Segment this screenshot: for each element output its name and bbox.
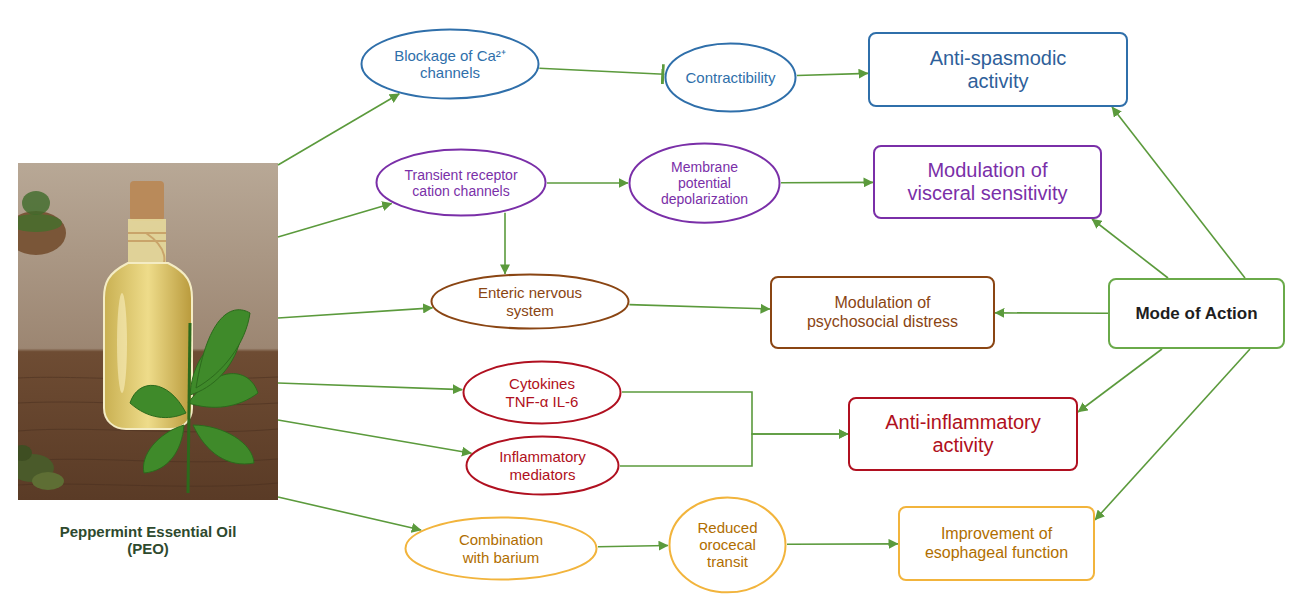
arrow-connector [278, 497, 421, 530]
node-text-group: Blockage of Ca²⁺ channels [385, 47, 515, 82]
effect-box: Anti-spasmodic activity [868, 32, 1128, 107]
mechanism-ellipse: Transient receptor cation channels [375, 148, 547, 217]
effect-box: Improvement of esophageal function [898, 506, 1095, 581]
node-label: Peppermint Essential Oil (PEO) [43, 523, 253, 558]
node-label: Anti-inflammatory activity [868, 411, 1058, 457]
node-text-group: Improvement of esophageal function [912, 525, 1082, 562]
ellipse-shape [630, 143, 780, 222]
ellipse-shape [432, 275, 629, 329]
effect-box: Anti-inflammatory activity [848, 397, 1078, 471]
node-text-group: Enteric nervous system [460, 284, 600, 319]
node-text-group: Mode of Action [1135, 304, 1257, 324]
node-label: Reduced orocecal transit [682, 519, 774, 571]
ellipse-shape [666, 44, 796, 112]
inhibition-connector [539, 68, 664, 74]
peppermint-oil-photo [18, 163, 278, 500]
arrow-connector [1112, 107, 1245, 278]
node-text-group: Reduced orocecal transit [682, 519, 774, 571]
hub-box: Mode of Action [1108, 278, 1285, 349]
node-text-group: Inflammatory mediators [487, 448, 599, 483]
mechanism-ellipse: Reduced orocecal transit [668, 496, 787, 594]
node-label: Modulation of psychosocial distress [795, 294, 970, 331]
node-text-group: Contractibility [685, 69, 775, 86]
node-label: Transient receptor cation channels [391, 167, 531, 199]
ellipse-shape [362, 30, 539, 99]
node-label: Anti-spasmodic activity [913, 47, 1083, 93]
node-text-group: Modulation of visceral sensitivity [895, 159, 1080, 205]
ellipse-shape [377, 150, 546, 216]
node-text-group: Anti-spasmodic activity [913, 47, 1083, 93]
node-text-group: Peppermint Essential Oil (PEO) [43, 523, 253, 558]
arrow-connector [620, 434, 848, 466]
arrow-connector [629, 305, 770, 309]
arrow-connector [787, 543, 898, 545]
effect-box: Modulation of visceral sensitivity [873, 145, 1102, 219]
source-figure: Peppermint Essential Oil (PEO) [18, 163, 278, 563]
node-text-group: Anti-inflammatory activity [868, 411, 1058, 457]
arrow-connector [797, 73, 868, 75]
effect-box: Modulation of psychosocial distress [770, 276, 995, 349]
arrow-connector [278, 383, 462, 390]
arrow-connector [1095, 349, 1250, 520]
arrow-connector [1092, 219, 1168, 278]
node-label: Contractibility [685, 69, 775, 86]
ellipse-shape [406, 518, 597, 580]
mechanism-ellipse: Enteric nervous system [430, 273, 630, 330]
ellipse-shape [464, 362, 621, 424]
arrow-connector [995, 312, 1108, 314]
arrow-connector [1078, 349, 1162, 412]
arrow-connector [781, 182, 873, 184]
mechanism-ellipse: Contractibility [664, 42, 797, 113]
arrow-connector [278, 94, 399, 165]
node-label: Combination with barium [446, 531, 556, 566]
arrow-connector [547, 182, 628, 184]
arrow-connector [278, 308, 433, 318]
mechanism-ellipse: Cytokines TNF-α IL-6 [462, 360, 622, 425]
node-label: Cytokines TNF-α IL-6 [492, 375, 592, 410]
node-text-group: Combination with barium [446, 531, 556, 566]
node-text-group: Membrane potential depolarization [649, 159, 761, 207]
arrow-connector [278, 203, 392, 237]
mechanism-ellipse: Blockage of Ca²⁺ channels [360, 28, 540, 100]
node-text-group: Modulation of psychosocial distress [795, 294, 970, 331]
node-label: Modulation of visceral sensitivity [895, 159, 1080, 205]
mechanism-ellipse: Membrane potential depolarization [628, 142, 781, 224]
arrow-connector [598, 546, 668, 547]
node-label: Membrane potential depolarization [649, 159, 761, 207]
node-label: Inflammatory mediators [487, 448, 599, 483]
ellipse-shape [670, 497, 786, 592]
node-label: Enteric nervous system [460, 284, 600, 319]
node-text-group: Cytokines TNF-α IL-6 [492, 375, 592, 410]
mechanism-ellipse: Combination with barium [404, 516, 598, 581]
arrow-connector [504, 213, 506, 274]
node-label: Blockage of Ca²⁺ channels [385, 47, 515, 82]
node-label: Mode of Action [1135, 304, 1257, 324]
node-label: Improvement of esophageal function [912, 525, 1082, 562]
arrow-connector [278, 420, 471, 453]
node-text-group: Transient receptor cation channels [391, 167, 531, 199]
arrow-connector [622, 392, 848, 434]
ellipse-shape [467, 437, 619, 495]
mechanism-ellipse: Inflammatory mediators [465, 435, 620, 496]
